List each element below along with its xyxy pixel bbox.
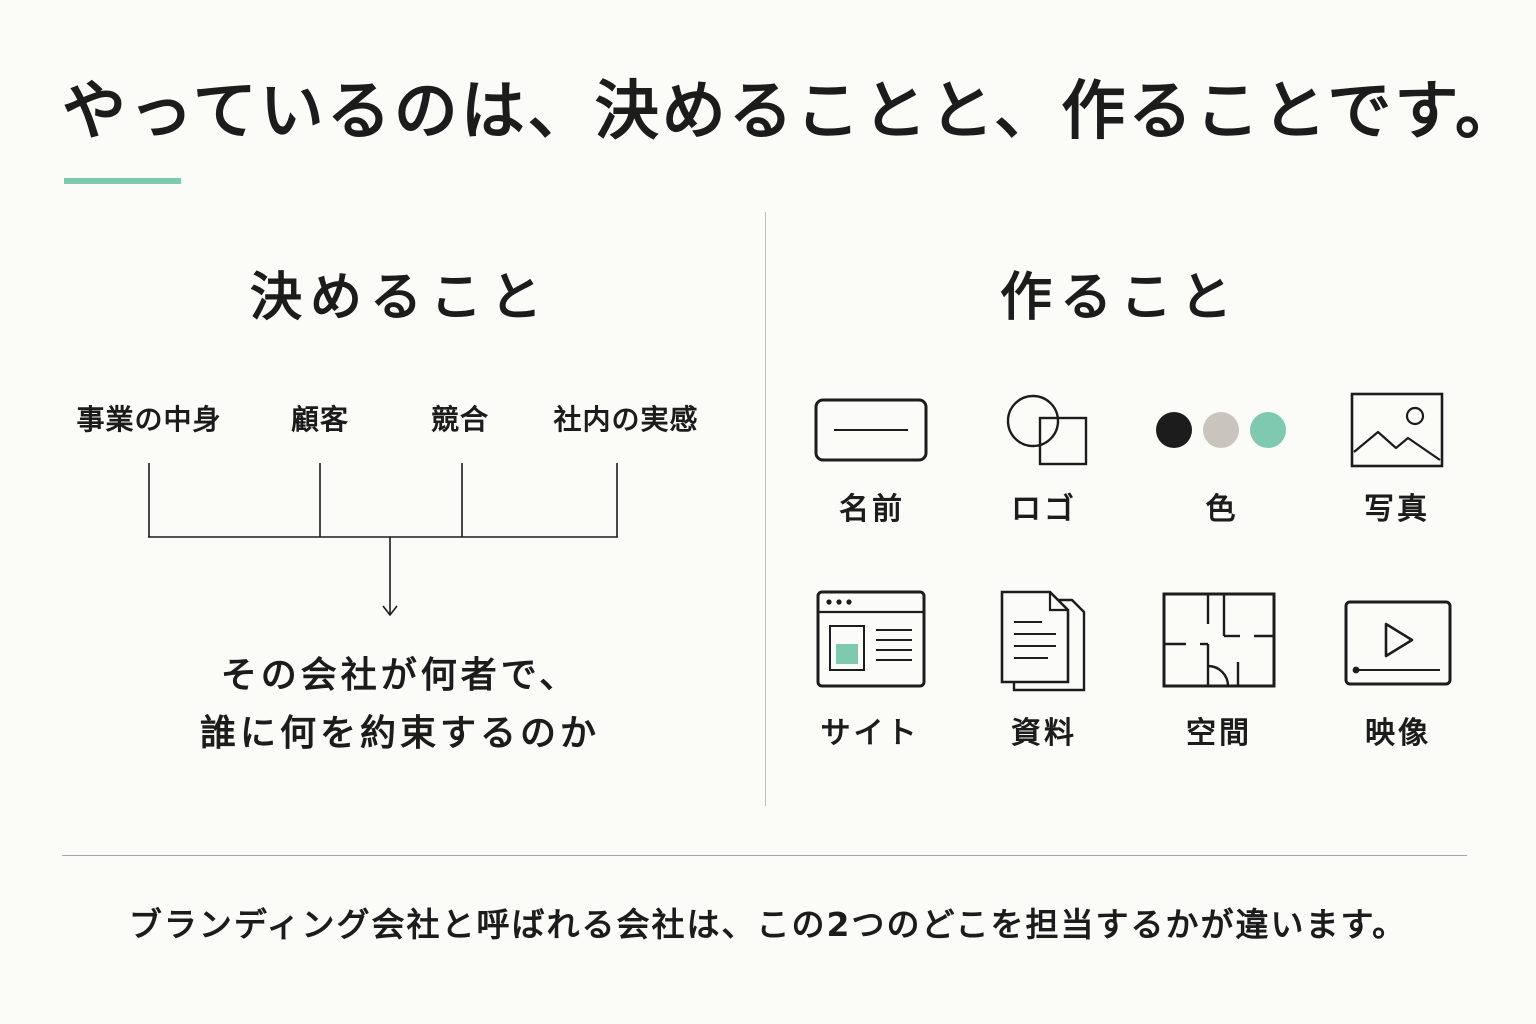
item-label-name: 名前: [839, 492, 905, 527]
floor-plan-icon: [1162, 592, 1276, 688]
outcome-line-1: その会社が何者で、: [220, 655, 580, 696]
item-label-color: 色: [1205, 492, 1239, 527]
video-icon: [1344, 600, 1452, 686]
color-dot-gray: [1203, 412, 1239, 448]
page-title: やっているのは、決めることと、作ることです。: [62, 75, 1522, 149]
left-section-heading: 決めること: [249, 268, 550, 328]
convergence-diagram: [148, 463, 618, 617]
bottom-divider: [62, 855, 1467, 856]
item-label-site: サイト: [820, 716, 920, 751]
item-label-photo: 写真: [1364, 492, 1430, 527]
input-label-business: 事業の中身: [76, 403, 222, 436]
logo-shapes-icon: [1006, 394, 1088, 466]
arrow-down-icon: [382, 605, 398, 617]
color-dot-black: [1156, 412, 1192, 448]
item-label-space: 空間: [1186, 716, 1252, 751]
input-label-internal-sense: 社内の実感: [553, 403, 699, 436]
document-icon: [1000, 590, 1086, 692]
color-dot-green: [1250, 412, 1286, 448]
footer-note: ブランディング会社と呼ばれる会社は、この2つのどこを担当するかが違います。: [128, 905, 1408, 944]
name-card-icon: [814, 398, 928, 462]
input-label-competitors: 競合: [430, 403, 489, 436]
website-icon: [816, 590, 926, 688]
photo-icon: [1350, 392, 1444, 468]
color-dots-icon: [1156, 412, 1286, 448]
input-label-customers: 顧客: [290, 403, 349, 436]
outcome-line-2: 誰に何を約束するのか: [199, 713, 600, 754]
title-accent-underline: [64, 178, 181, 184]
center-divider: [765, 212, 766, 806]
right-section-heading: 作ること: [999, 268, 1240, 328]
item-label-logo: ロゴ: [1011, 492, 1077, 527]
item-label-video: 映像: [1365, 716, 1431, 751]
item-label-materials: 資料: [1011, 716, 1077, 751]
